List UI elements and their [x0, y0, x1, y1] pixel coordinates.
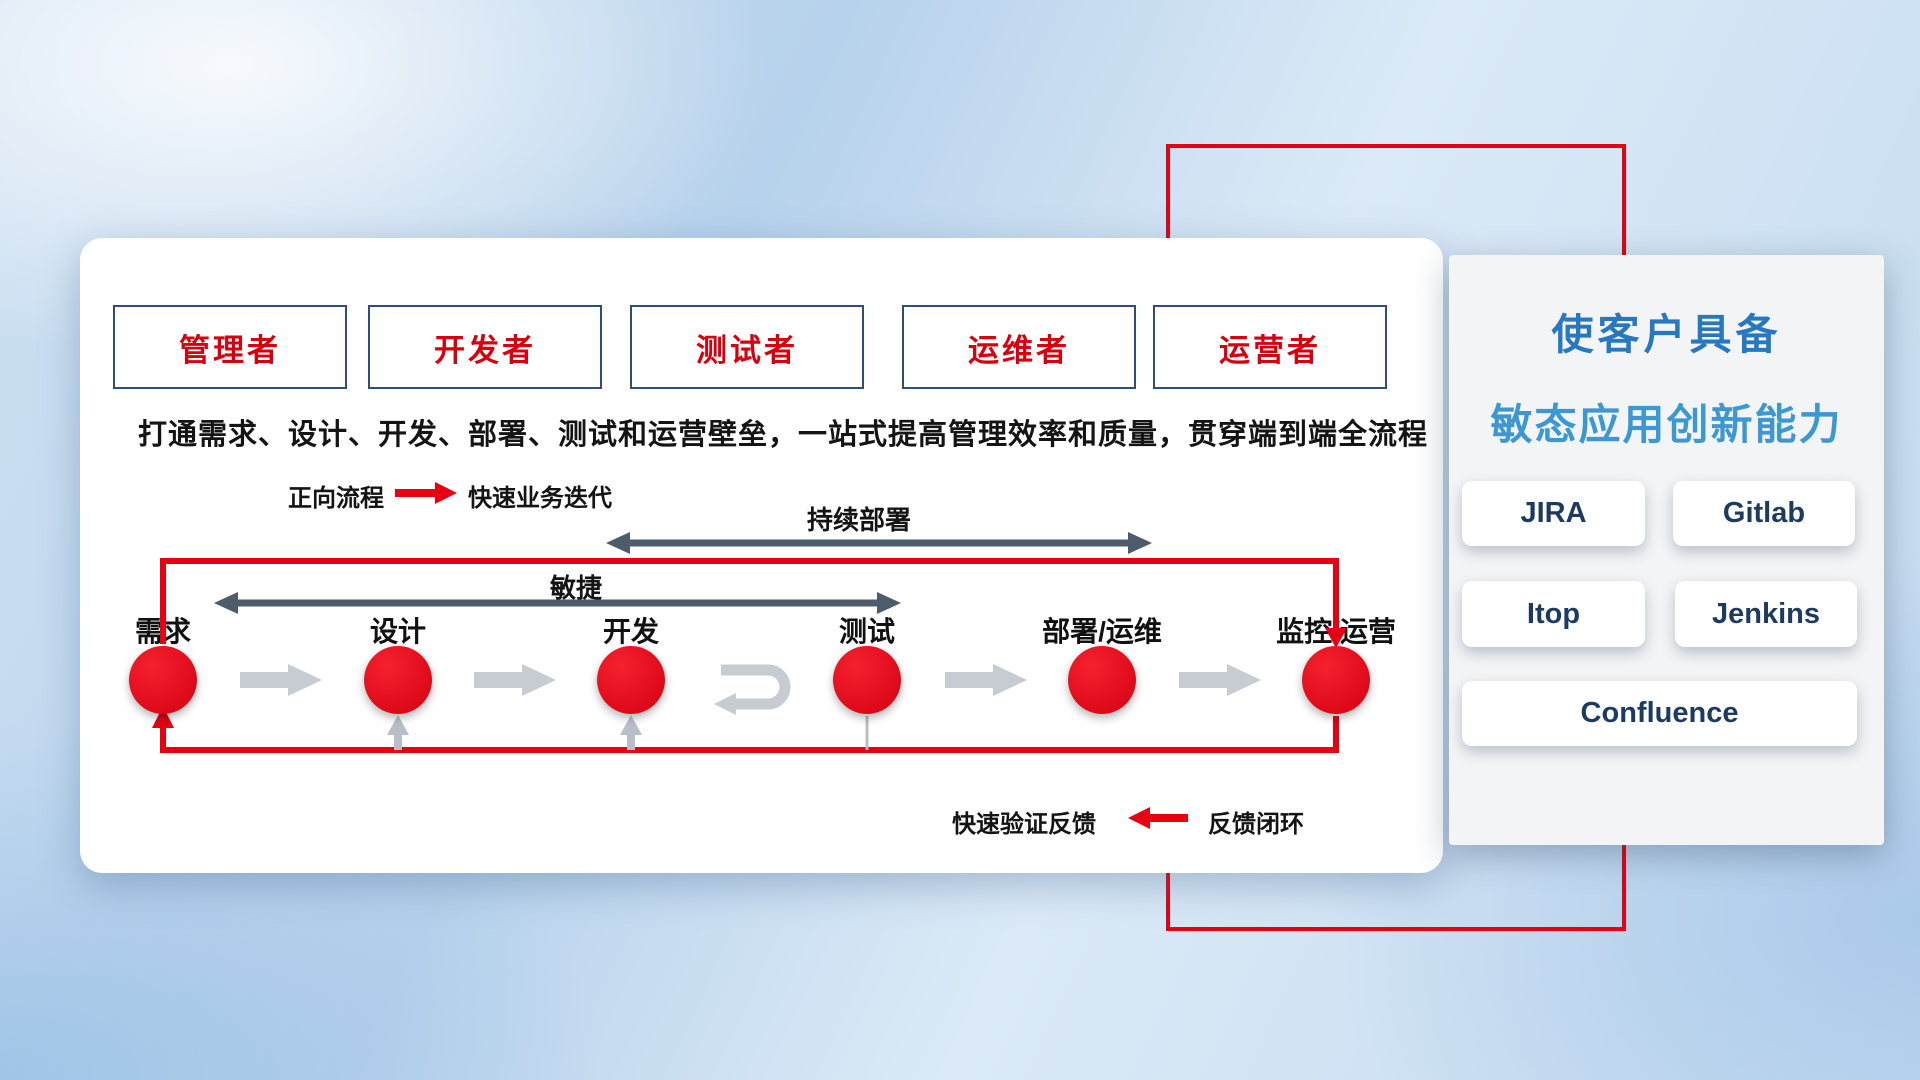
stage-label-testing: 测试	[838, 616, 895, 647]
agile-span-label: 敏捷	[549, 573, 602, 603]
tool-chip-jenkins: Jenkins	[1675, 581, 1857, 647]
stage-node-deploy-ops	[1068, 646, 1136, 714]
tool-label: JIRA	[1520, 497, 1587, 529]
flow-arrow-4	[945, 664, 1027, 696]
role-box-tester: 测试者	[630, 305, 864, 389]
panel-description: 打通需求、设计、开发、部署、测试和运营壁垒，一站式提高管理效率和质量，贯穿端到端…	[138, 419, 1429, 451]
tool-label: Gitlab	[1722, 497, 1806, 529]
tool-chip-confluence: Confluence	[1462, 681, 1857, 746]
flow-arrow-2	[474, 664, 556, 696]
feedback-legend-label: 快速验证反馈	[952, 811, 1096, 838]
flow-arrows-layer	[152, 482, 1347, 829]
role-label: 运维者	[968, 332, 1070, 368]
continuous-deploy-span-arrow	[606, 532, 1152, 554]
stage-label-design: 设计	[369, 616, 426, 647]
flow-arrow-5	[1179, 664, 1261, 696]
agile-span-arrow	[214, 592, 901, 614]
legend-feedback-arrow	[1128, 807, 1188, 829]
tool-chip-itop: Itop	[1462, 581, 1645, 647]
iteration-loop-icon	[714, 664, 791, 715]
role-label: 开发者	[434, 332, 536, 368]
role-label: 管理者	[179, 332, 281, 368]
role-label: 运营者	[1219, 332, 1321, 368]
tool-chip-gitlab: Gitlab	[1673, 481, 1855, 546]
role-box-business-operator: 运营者	[1153, 305, 1387, 389]
stage-node-testing	[833, 646, 901, 714]
tool-label: Confluence	[1580, 697, 1739, 729]
legend-forward-arrow	[395, 482, 457, 504]
stage-node-development	[597, 646, 665, 714]
stage-label-development: 开发	[602, 616, 659, 647]
flow-arrow-1	[240, 664, 322, 696]
forward-loop-line	[160, 558, 1347, 648]
forward-legend-value: 快速业务迭代	[468, 485, 612, 512]
stage-node-design	[364, 646, 432, 714]
feedback-up-arrow-design	[387, 715, 409, 750]
stage-node-monitor-op	[1302, 646, 1370, 714]
feedback-drop-line-testing	[865, 716, 869, 750]
tool-label: Itop	[1526, 597, 1581, 630]
devops-flow-panel: 管理者 开发者 测试者 运维者 运营者 打通需求、设计、开发、部署、测试和运营壁…	[80, 238, 1443, 873]
feedback-legend-value: 反馈闭环	[1208, 811, 1304, 838]
tool-chip-jira: JIRA	[1462, 481, 1645, 546]
tool-label: Jenkins	[1712, 597, 1820, 630]
role-box-operator-ops: 运维者	[902, 305, 1136, 389]
role-box-developer: 开发者	[368, 305, 602, 389]
capability-title-line1: 使客户具备	[1551, 311, 1782, 358]
feedback-loop-line	[152, 706, 1339, 753]
role-box-manager: 管理者	[113, 305, 347, 389]
capability-panel: 使客户具备 敏态应用创新能力 JIRA Gitlab Itop Jenkins …	[1449, 255, 1884, 845]
capability-title-line2: 敏态应用创新能力	[1490, 401, 1843, 448]
role-label: 测试者	[696, 332, 798, 368]
continuous-deploy-label: 持续部署	[806, 505, 911, 535]
stage-node-requirements	[129, 646, 197, 714]
feedback-up-arrow-development	[620, 715, 642, 750]
forward-legend-label: 正向流程	[288, 485, 384, 512]
stage-label-deploy-ops: 部署/运维	[1042, 616, 1162, 647]
